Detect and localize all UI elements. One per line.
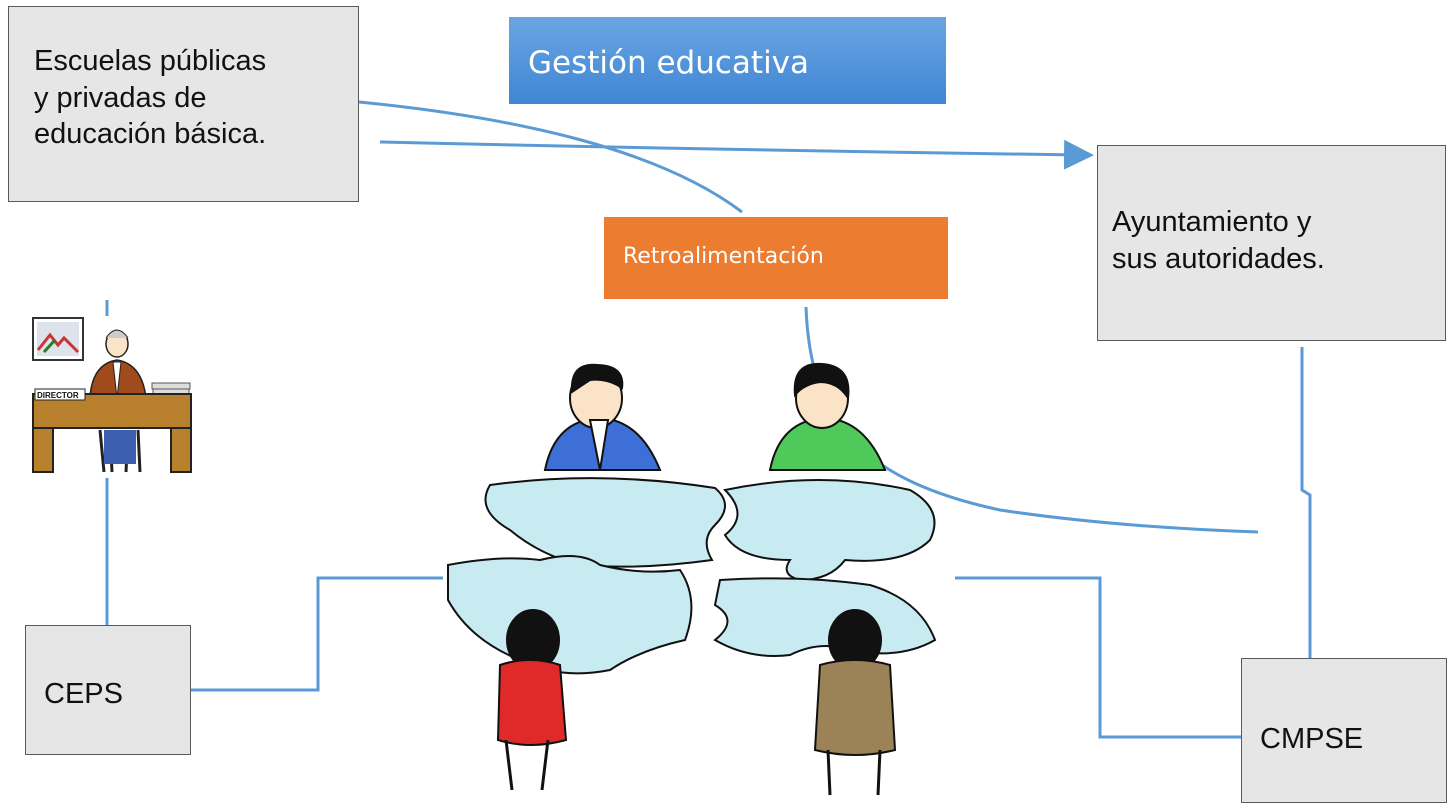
- node-cmpse-label: CMPSE: [1260, 723, 1364, 755]
- node-ayuntamiento-line-2: sus autoridades.: [1112, 242, 1325, 275]
- connector-team-to-cmpse: [955, 576, 1241, 739]
- connector-escuelas-to-ayuntamiento: [379, 139, 1094, 170]
- feedback-text: Retroalimentación: [623, 244, 824, 269]
- node-ceps-label: CEPS: [44, 678, 123, 710]
- node-escuelas-line-2: y privadas de: [34, 81, 207, 114]
- node-ayuntamiento: Ayuntamiento y sus autoridades.: [1097, 145, 1446, 341]
- connector-ceps-to-team: [191, 576, 443, 692]
- director-at-desk-illustration: DIRECTOR: [32, 317, 192, 473]
- feedback-banner: Retroalimentación: [604, 217, 948, 299]
- director-sign: DIRECTOR: [37, 391, 79, 400]
- node-escuelas-line-3: educación básica.: [34, 118, 267, 151]
- title-banner: Gestión educativa: [509, 17, 946, 104]
- node-escuelas-line-1: Escuelas públicas: [34, 45, 267, 77]
- connector-escuelas-to-retroalimentacion: [358, 100, 743, 214]
- node-escuelas: Escuelas públicas y privadas de educació…: [8, 6, 359, 202]
- node-cmpse: CMPSE: [1241, 658, 1447, 803]
- node-ceps: CEPS: [25, 625, 191, 755]
- title-text: Gestión educativa: [528, 45, 810, 81]
- connector-ayuntamiento-to-cmpse: [1300, 347, 1312, 658]
- team-puzzle-illustration: [447, 362, 937, 796]
- node-ayuntamiento-line-1: Ayuntamiento y: [1112, 206, 1312, 238]
